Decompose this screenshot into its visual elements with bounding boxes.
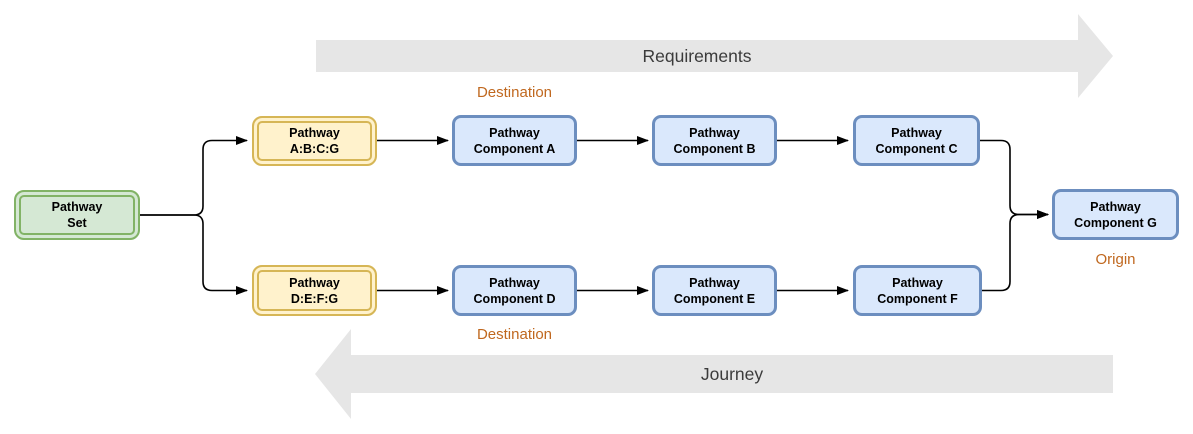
journey-label: Journey [700,364,764,384]
node-component-a: Pathway Component A [452,115,577,166]
node-component-f: Pathway Component F [853,265,982,316]
connector-f-to-g [982,210,1049,292]
node-component-b: Pathway Component B [652,115,777,166]
node-pathway-set: Pathway Set [14,190,140,240]
node-component-a-label: Pathway Component A [473,125,556,156]
connector-set-to-defg [140,214,248,295]
connector-set-to-abcg [140,136,248,216]
connector-c-to-g [980,139,1049,219]
node-component-f-label: Pathway Component F [877,275,958,306]
destination-label-bottom: Destination [476,326,553,343]
node-component-c-label: Pathway Component C [875,125,958,156]
node-pathway-abcg: Pathway A:B:C:G [252,116,377,166]
node-pathway-set-label: Pathway Set [51,200,103,230]
destination-label-top: Destination [476,84,553,101]
node-component-d: Pathway Component D [452,265,577,316]
requirements-label: Requirements [642,46,752,66]
node-component-g-label: Pathway Component G [1074,199,1157,230]
origin-label: Origin [1095,251,1136,268]
node-component-d-label: Pathway Component D [473,275,556,306]
node-component-e-label: Pathway Component E [673,275,756,306]
node-pathway-defg: Pathway D:E:F:G [252,265,377,316]
node-component-b-label: Pathway Component B [673,125,756,156]
node-pathway-abcg-label: Pathway A:B:C:G [289,126,340,156]
node-pathway-defg-label: Pathway D:E:F:G [289,275,340,306]
node-component-c: Pathway Component C [853,115,980,166]
requirements-arrow [316,14,1113,98]
node-component-e: Pathway Component E [652,265,777,316]
node-component-g: Pathway Component G [1052,189,1179,240]
journey-arrow [315,329,1113,419]
